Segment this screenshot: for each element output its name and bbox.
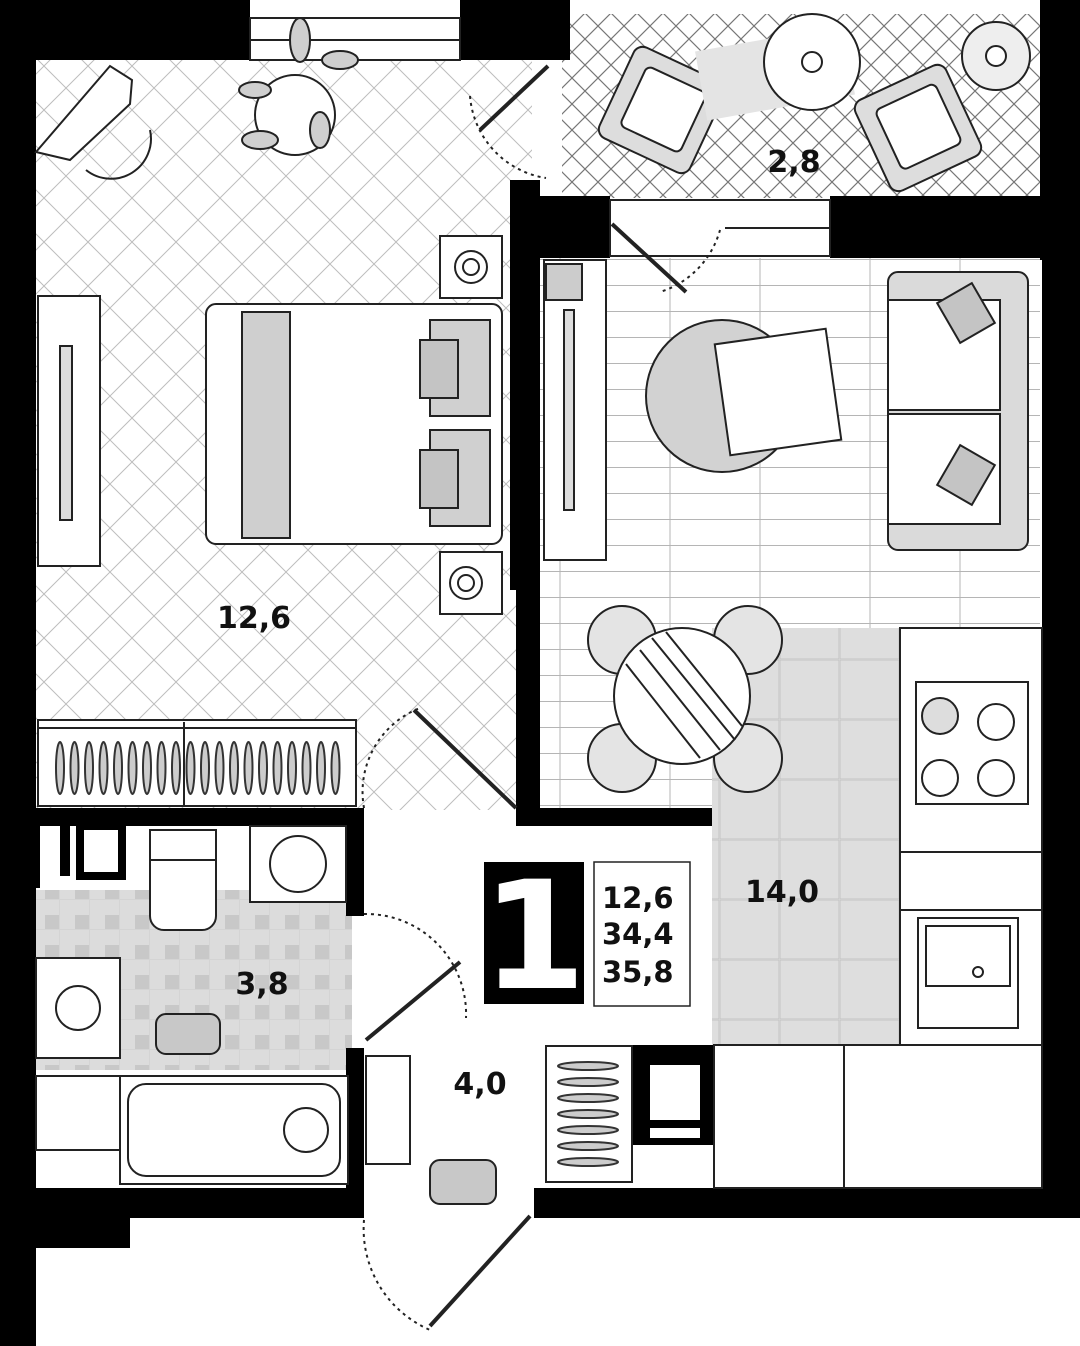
kitchen-counter: [899, 627, 1043, 1049]
bathroom-area-label: 3,8: [235, 967, 288, 1002]
balcony-area-label: 2,8: [767, 145, 820, 180]
bathroom-fixtures: [35, 825, 349, 1185]
doors: [361, 64, 721, 1331]
desk: [34, 64, 152, 180]
hangers-hall: [557, 1061, 619, 1167]
plant-icon: [238, 17, 359, 156]
bedroom-area-label: 12,6: [217, 601, 291, 636]
tv-stand-bedroom: [37, 295, 101, 567]
hallway-area-label: 4,0: [453, 1067, 506, 1102]
nightstands: [439, 235, 503, 615]
legend-rooms-count: 1: [482, 850, 586, 1024]
bed: [205, 303, 503, 545]
living-kitchen-area-label: 14,0: [745, 875, 819, 910]
legend-total-area: 34,4: [602, 917, 674, 951]
dining-set: [587, 605, 783, 793]
legend-living-area: 12,6: [602, 881, 674, 915]
balcony-furniture: [597, 13, 1031, 193]
legend-total-with-balcony: 35,8: [602, 955, 674, 989]
legend-areas-box: [593, 861, 691, 1007]
kitchen-unit: [713, 1044, 1043, 1189]
hangers: [55, 741, 341, 795]
windows: [249, 17, 831, 257]
living-furniture: [543, 259, 1029, 561]
legend-rooms-box: [484, 862, 584, 1004]
